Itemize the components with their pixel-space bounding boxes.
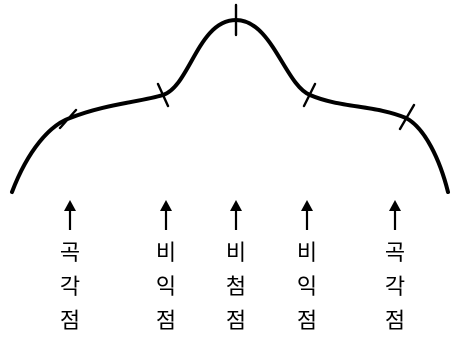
point-label-5: 곡각점 xyxy=(385,241,405,334)
label-char: 비 xyxy=(226,241,246,266)
label-char: 곡 xyxy=(60,241,80,266)
point-label-2: 비익점 xyxy=(156,241,176,334)
tick-mark-2 xyxy=(156,82,170,108)
tick-mark-1 xyxy=(58,108,78,130)
tick-mark-4 xyxy=(302,82,317,108)
label-char: 점 xyxy=(385,309,405,334)
label-char: 각 xyxy=(60,275,80,300)
point-label-1: 곡각점 xyxy=(60,241,80,334)
curve-line xyxy=(10,18,450,194)
up-arrow-icon xyxy=(389,200,401,230)
tick-mark-5 xyxy=(398,103,416,131)
label-char: 첨 xyxy=(226,275,246,300)
up-arrow-icon xyxy=(230,200,242,230)
label-char: 점 xyxy=(297,309,317,334)
label-char: 점 xyxy=(226,309,246,334)
label-char: 곡 xyxy=(385,241,405,266)
up-arrow-icon xyxy=(160,200,172,230)
label-char: 비 xyxy=(297,241,317,266)
label-char: 익 xyxy=(156,275,176,300)
tick-marks xyxy=(58,3,416,131)
point-label-3: 비첨점 xyxy=(226,241,246,334)
label-char: 비 xyxy=(156,241,176,266)
up-arrow-icon xyxy=(64,200,76,230)
label-char: 점 xyxy=(60,309,80,334)
label-char: 각 xyxy=(385,275,405,300)
up-arrow-icon xyxy=(301,200,313,230)
arrows xyxy=(64,200,401,230)
label-char: 점 xyxy=(156,309,176,334)
label-char: 익 xyxy=(297,275,317,300)
point-label-4: 비익점 xyxy=(297,241,317,334)
